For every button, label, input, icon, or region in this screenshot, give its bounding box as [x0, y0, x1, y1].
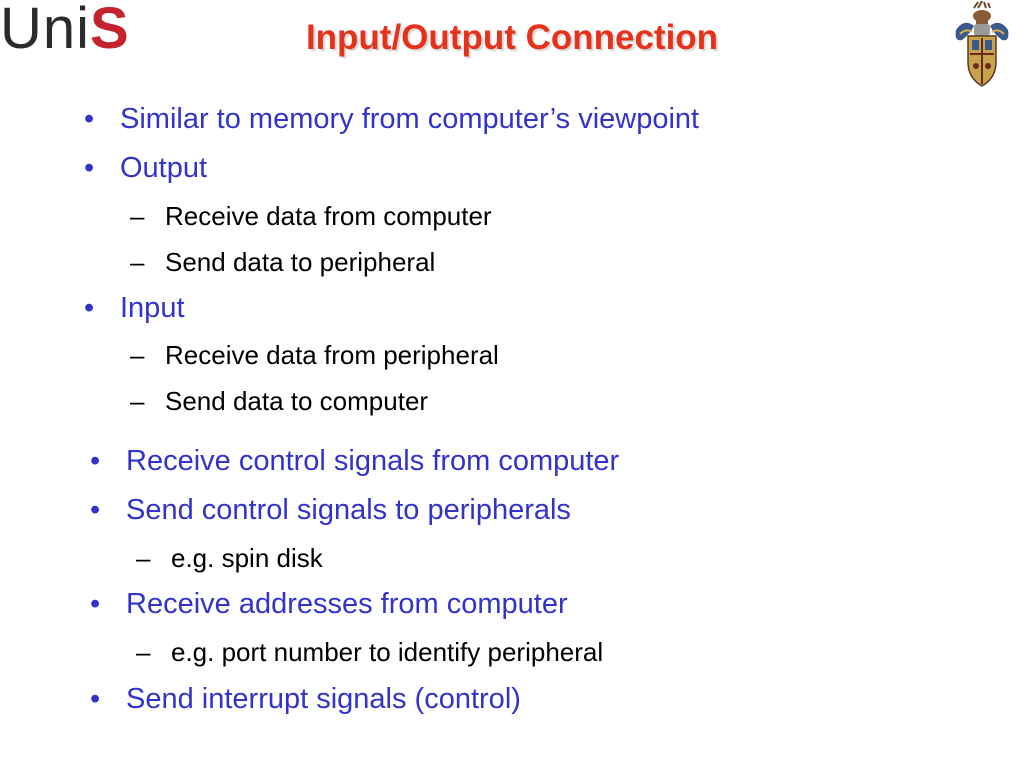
dash-marker: –: [130, 386, 145, 416]
dash-marker: –: [130, 201, 145, 231]
bullet-marker: •: [90, 683, 101, 715]
university-logo: UniS: [0, 0, 129, 58]
list-item-text: Similar to memory from computer’s viewpo…: [120, 103, 700, 135]
dash-marker: –: [136, 637, 151, 667]
dash-marker: –: [130, 247, 145, 277]
bullet-marker: •: [90, 588, 101, 620]
list-item-text: Receive data from peripheral: [165, 340, 499, 370]
list-item-text: Send data to peripheral: [165, 247, 436, 277]
list-item-text: Receive data from computer: [165, 201, 492, 231]
bullet-marker: •: [90, 494, 101, 526]
list-item-text: Send data to computer: [165, 386, 429, 416]
university-crest-icon: [950, 0, 1014, 90]
list-item-text: e.g. spin disk: [171, 543, 323, 573]
list-item-text: Receive control signals from computer: [126, 445, 620, 477]
list-item-text: Receive addresses from computer: [126, 588, 568, 620]
bullet-marker: •: [84, 152, 95, 184]
list-item-text: Input: [120, 292, 185, 324]
bullet-marker: •: [84, 103, 95, 135]
logo-text-uni: Uni: [0, 0, 91, 61]
slide-title: Input/Output Connection: [305, 18, 719, 57]
bullet-marker: •: [90, 445, 101, 477]
logo-text-s: S: [90, 0, 129, 61]
list-item-text: e.g. port number to identify peripheral: [171, 637, 604, 667]
list-item-text: Send interrupt signals (control): [126, 683, 521, 715]
list-item-text: Output: [120, 152, 208, 184]
dash-marker: –: [130, 340, 145, 370]
dash-marker: –: [136, 543, 151, 573]
list-item-text: Send control signals to peripherals: [126, 494, 571, 526]
bullet-marker: •: [84, 292, 95, 324]
